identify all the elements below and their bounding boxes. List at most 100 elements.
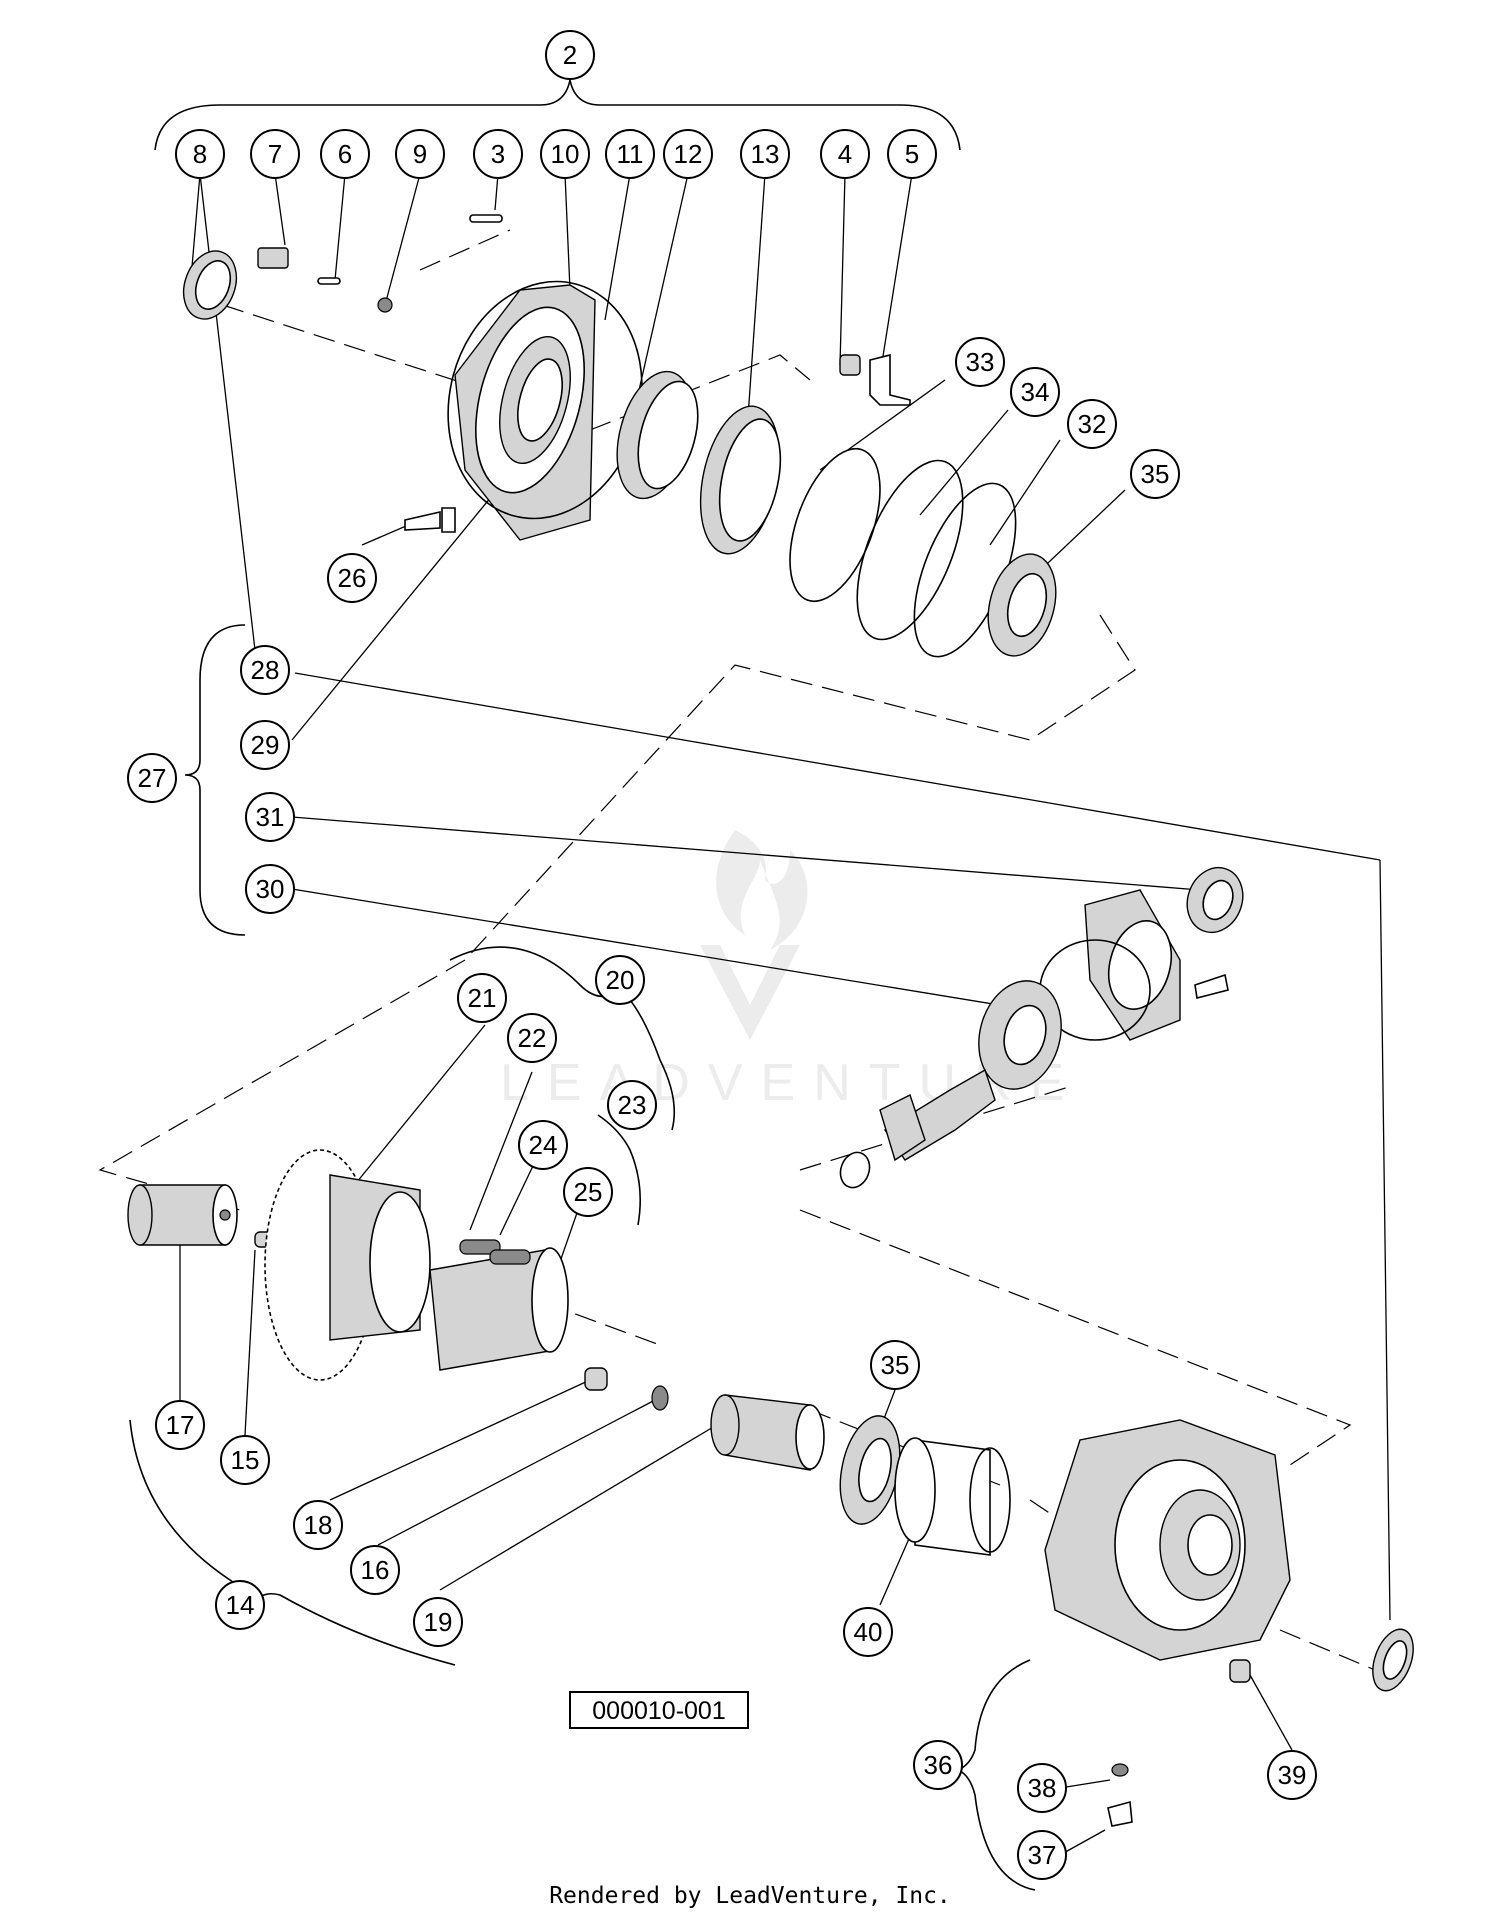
callout-label: 27: [138, 763, 167, 793]
callout-17: 17: [155, 1400, 205, 1450]
callout-label: 15: [231, 1445, 260, 1475]
plug-39: [1229, 1659, 1251, 1683]
ring: [856, 459, 964, 641]
callout-7: 7: [250, 129, 300, 179]
callout-38: 38: [1017, 1763, 1067, 1813]
callout-16: 16: [350, 1545, 400, 1595]
callout-label: 33: [966, 347, 995, 377]
callout-18: 18: [293, 1500, 343, 1550]
callout-label: 35: [881, 1350, 910, 1380]
callout-circle: [955, 337, 1005, 387]
callout-label: 28: [251, 655, 280, 685]
callout-24: 24: [518, 1120, 568, 1170]
callout-circle: [663, 129, 713, 179]
callout-label: 30: [256, 874, 285, 904]
callout-circle: [540, 129, 590, 179]
callout-label: 18: [304, 1510, 333, 1540]
pinion-gear: [839, 1068, 996, 1189]
callout-2: 2: [545, 30, 595, 80]
friction-plate: [789, 447, 881, 603]
callout-label: 7: [268, 139, 282, 169]
callout-3: 3: [473, 129, 523, 179]
callout-circle: [820, 129, 870, 179]
callout-label: 2: [563, 40, 577, 70]
bearing: [987, 553, 1057, 657]
callout-21: 21: [457, 973, 507, 1023]
callout-label: 29: [251, 730, 280, 760]
retainer-bolt: [1194, 973, 1229, 999]
callout-25: 25: [563, 1167, 613, 1217]
clip: [869, 353, 911, 406]
centerline-upper: [191, 229, 1136, 961]
callout-label: 19: [424, 1607, 453, 1637]
callout-20: 20: [595, 955, 645, 1005]
callout-label: 22: [518, 1023, 547, 1053]
dowel-pin: [469, 214, 503, 223]
callout-9: 9: [395, 129, 445, 179]
callout-circle: [215, 1580, 265, 1630]
callout-circle: [1017, 1763, 1067, 1813]
callout-label: 8: [193, 139, 207, 169]
callout-13: 13: [740, 129, 790, 179]
spacer-sleeve: [127, 1184, 238, 1246]
footer-credit: Rendered by LeadVenture, Inc.: [549, 1883, 951, 1909]
connector-block: [257, 247, 289, 269]
callout-14: 14: [215, 1580, 265, 1630]
bushing: [616, 370, 699, 500]
seal-28: [1372, 1628, 1414, 1692]
leader-lines: [179, 173, 1391, 1856]
callout-5: 5: [887, 129, 937, 179]
washer: [377, 297, 393, 313]
callout-circle: [250, 129, 300, 179]
callout-35: 35: [1130, 449, 1180, 499]
callout-circle: [457, 973, 507, 1023]
callout-circle: [595, 955, 645, 1005]
callout-label: 5: [905, 139, 919, 169]
callout-27: 27: [127, 753, 177, 803]
callout-label: 14: [226, 1590, 255, 1620]
callout-label: 35: [1141, 459, 1170, 489]
callout-circle: [843, 1607, 893, 1657]
callout-circle: [175, 129, 225, 179]
input-seal: [1186, 866, 1244, 934]
callout-label: 23: [618, 1090, 647, 1120]
callout-circle: [320, 129, 370, 179]
callout-circle: [413, 1597, 463, 1647]
callout-label: 25: [574, 1177, 603, 1207]
bush-18: [584, 1367, 608, 1391]
callout-31: 31: [245, 792, 295, 842]
bracket-23: [597, 1114, 642, 1226]
callout-label: 21: [468, 983, 497, 1013]
callout-26: 26: [327, 553, 377, 603]
callout-label: 26: [338, 563, 367, 593]
bolt: [404, 507, 456, 533]
callout-8: 8: [175, 129, 225, 179]
washer-16: [651, 1385, 669, 1411]
callout-label: 3: [491, 139, 505, 169]
callout-circle: [220, 1435, 270, 1485]
needle-sleeve: [710, 1394, 825, 1471]
callout-circle: [1267, 1750, 1317, 1800]
callout-circle: [545, 30, 595, 80]
callout-circle: [240, 645, 290, 695]
callout-label: 17: [166, 1410, 195, 1440]
spider-assembly: [429, 1239, 569, 1371]
callout-label: 31: [256, 802, 285, 832]
callout-12: 12: [663, 129, 713, 179]
callout-circle: [1067, 399, 1117, 449]
bracket-14: [129, 1419, 456, 1666]
callout-32: 32: [1067, 399, 1117, 449]
callout-circle: [127, 753, 177, 803]
reference-number: 000010-001: [592, 1697, 725, 1725]
callout-label: 13: [751, 139, 780, 169]
callout-circle: [245, 864, 295, 914]
callout-40: 40: [843, 1607, 893, 1657]
callout-label: 12: [674, 139, 703, 169]
callout-22: 22: [507, 1013, 557, 1063]
callout-label: 24: [529, 1130, 558, 1160]
callout-11: 11: [605, 129, 655, 179]
callout-circle: [740, 129, 790, 179]
callout-4: 4: [820, 129, 870, 179]
reference-box: [569, 1691, 749, 1729]
